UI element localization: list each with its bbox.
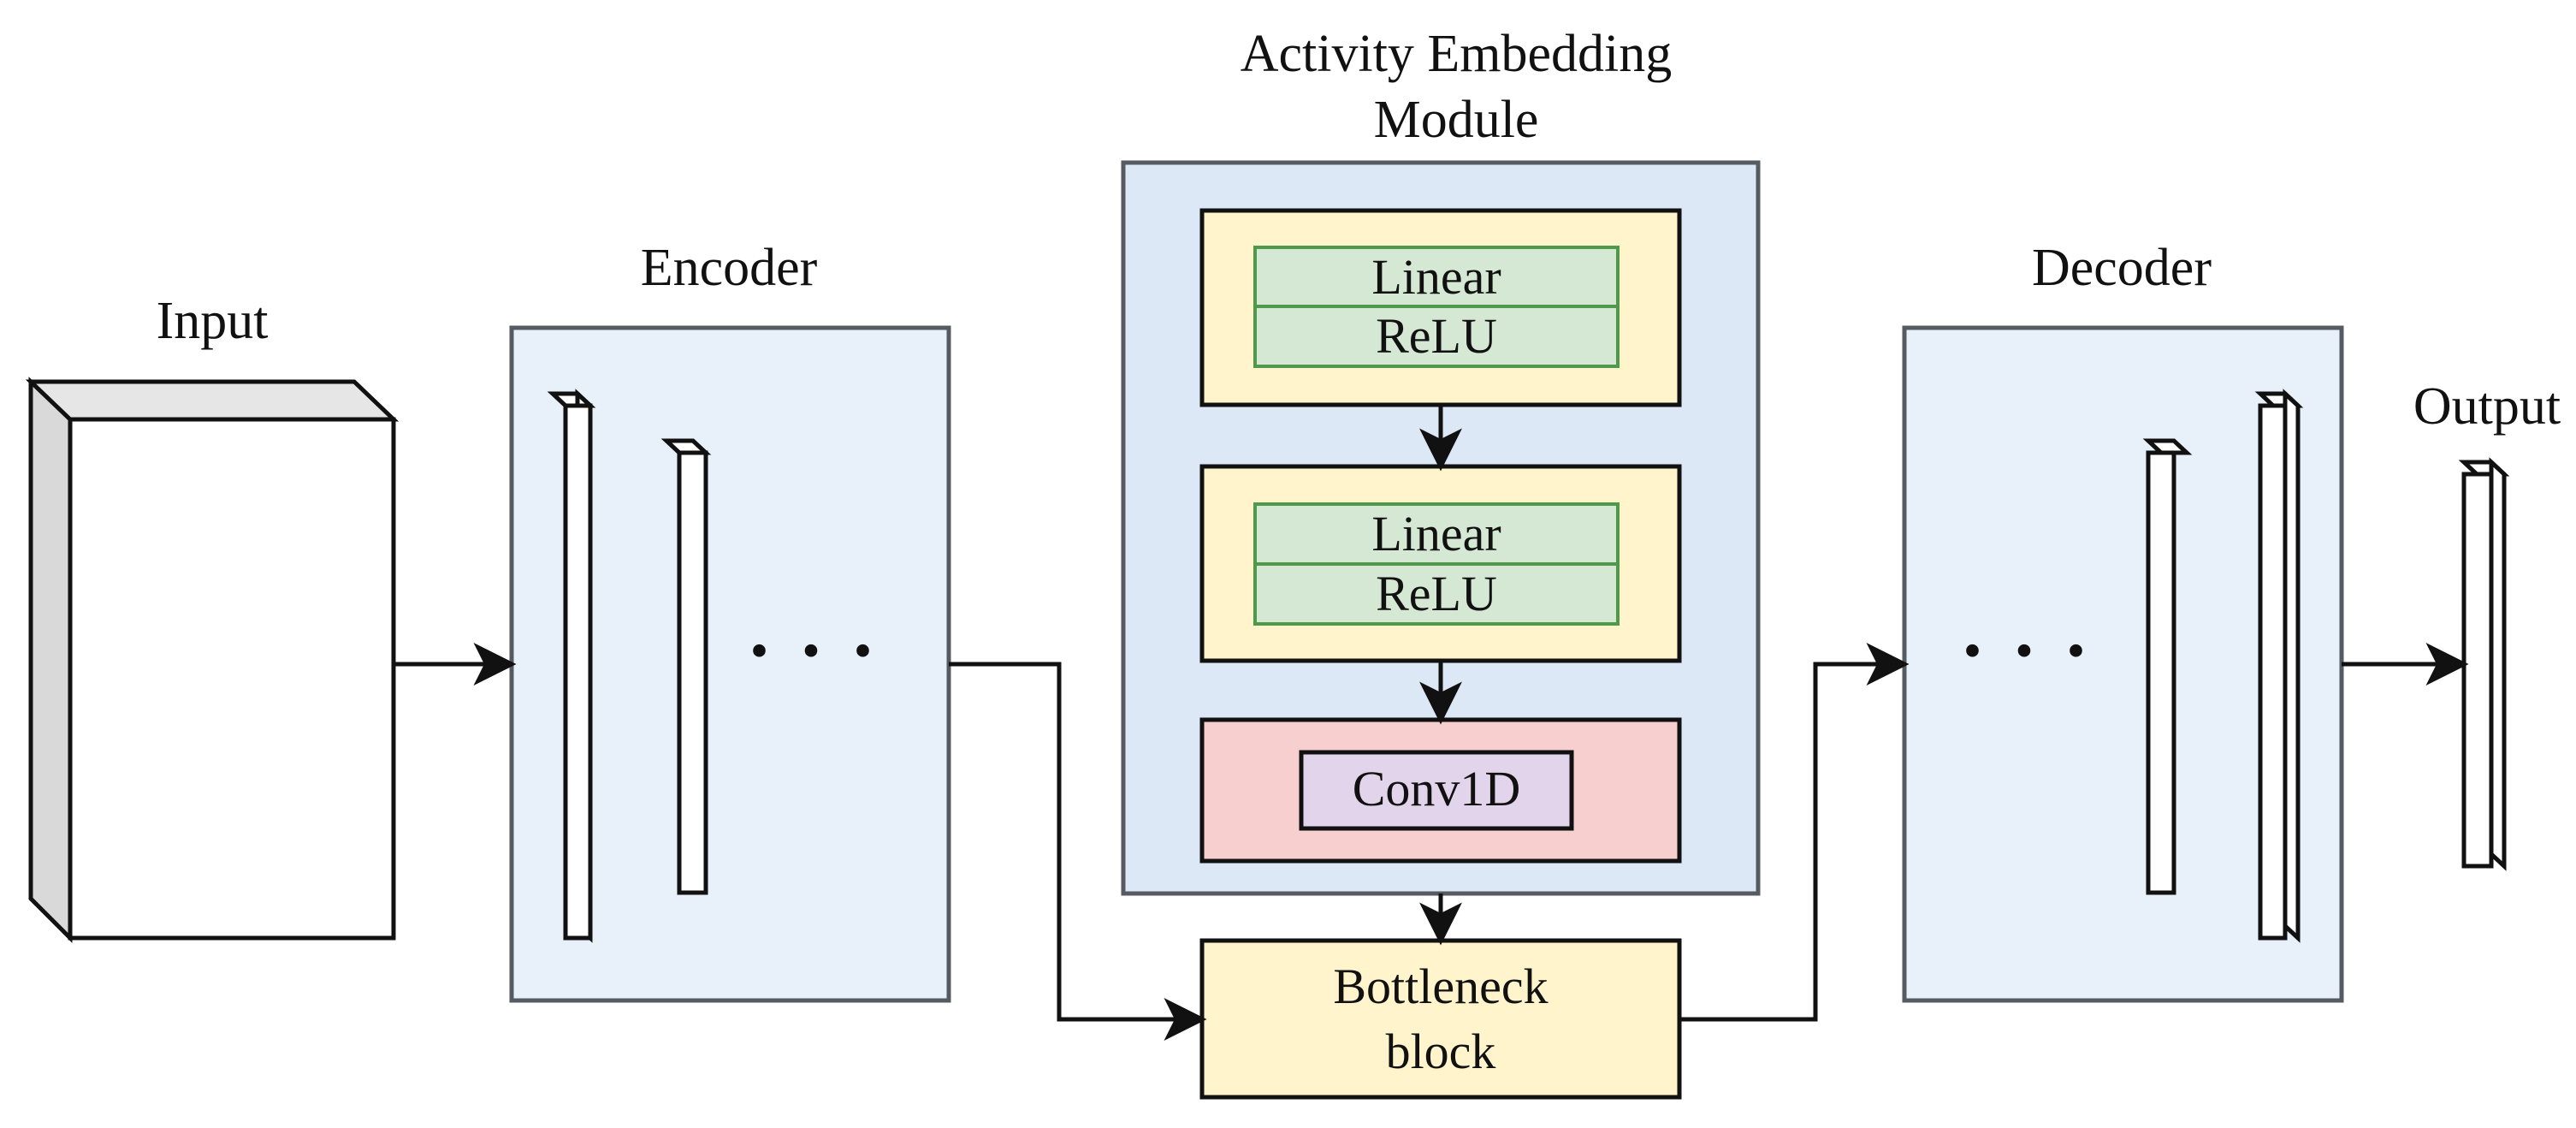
input-cube-side — [28, 377, 73, 944]
encoder-layer-1 — [547, 389, 596, 943]
arrow-encoder-to-bottleneck — [949, 662, 1207, 1041]
linear-layer-1 — [1253, 246, 1620, 308]
linear-label-1: Linear — [1371, 249, 1501, 305]
encoder-ellipsis: · · · — [746, 609, 879, 693]
encoder-title: Encoder — [641, 239, 818, 297]
decoder-layer-1 — [2142, 438, 2193, 895]
output-layer — [2458, 457, 2510, 871]
relu-layer-2 — [1253, 562, 1620, 626]
decoder-title: Decoder — [2032, 239, 2212, 297]
bottleneck-label-line2: block — [1386, 1024, 1496, 1079]
input-title: Input — [157, 292, 269, 350]
output-title: Output — [2413, 377, 2561, 436]
decoder-ellipsis: · · · — [1959, 609, 2092, 693]
conv1d-label: Conv1D — [1353, 761, 1521, 816]
decoder-layer-2 — [2254, 389, 2304, 943]
encoder-layer-2 — [660, 438, 712, 895]
linear-layer-2 — [1253, 502, 1620, 566]
arrow-bottleneck-to-decoder — [1679, 643, 1910, 1022]
activity-module-title-line1: Activity Embedding — [1241, 25, 1673, 83]
activity-module-title-line2: Module — [1374, 91, 1539, 149]
input-cube — [25, 377, 400, 944]
conv1d-layer — [1299, 750, 1574, 831]
input-cube-front — [68, 417, 396, 941]
linear-label-2: Linear — [1371, 506, 1501, 561]
linear-relu-block-1: Linear ReLU — [1199, 208, 1682, 407]
bottleneck-label-line1: Bottleneck — [1333, 959, 1548, 1014]
linear-relu-block-2: Linear ReLU — [1199, 464, 1682, 663]
relu-label-1: ReLU — [1376, 308, 1497, 364]
conv1d-block: Conv1D — [1199, 717, 1682, 864]
input-cube-top — [25, 379, 400, 422]
relu-layer-1 — [1253, 305, 1620, 368]
relu-label-2: ReLU — [1376, 566, 1497, 621]
